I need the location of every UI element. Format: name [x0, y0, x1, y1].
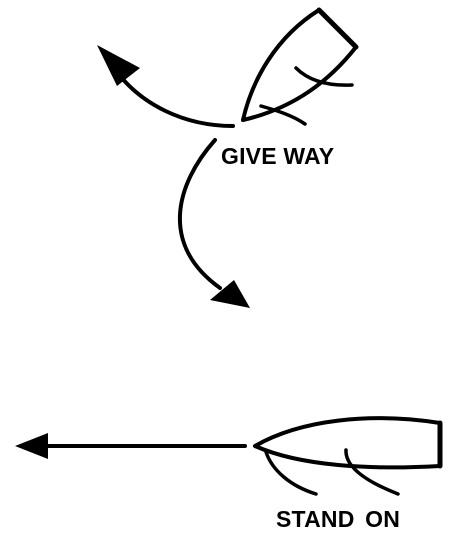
stand-on-arrow-head	[15, 433, 48, 459]
stand-on-arrow	[15, 433, 245, 459]
stand-on-label: STAND ON	[276, 506, 400, 533]
give-way-arrow-left-head	[97, 45, 140, 86]
stand-on-boat	[255, 418, 440, 494]
give-way-boat-crew-2	[261, 106, 305, 124]
give-way-boat-crew-1	[296, 68, 352, 85]
give-way-label: GIVE WAY	[221, 143, 334, 170]
give-way-boat	[243, 10, 356, 124]
stand-on-boat-crew-1	[346, 450, 398, 494]
give-way-boat-hull	[243, 10, 356, 120]
give-way-boat-transom	[319, 10, 356, 47]
give-way-arrow-left	[97, 45, 233, 126]
